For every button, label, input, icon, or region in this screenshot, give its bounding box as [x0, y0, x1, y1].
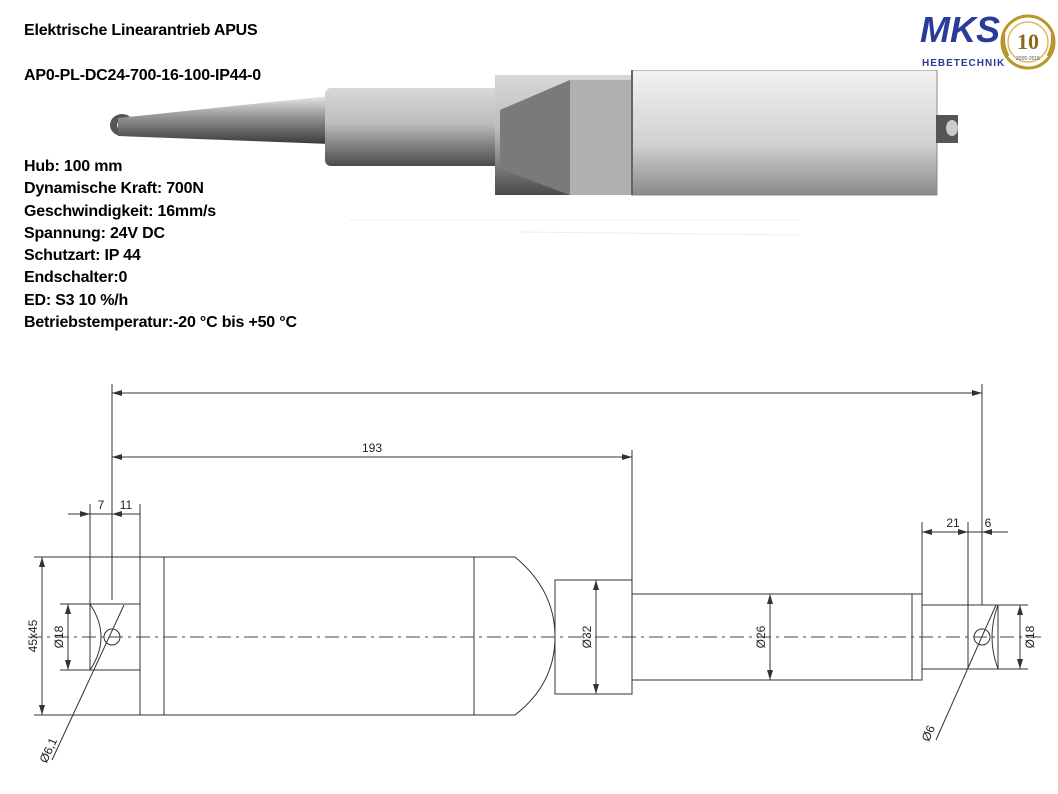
logo-brand: MKS — [920, 9, 1000, 50]
spec-stroke: Hub: 100 mm — [24, 158, 123, 175]
label-d6: Ø6 — [919, 723, 939, 744]
spec-force: Dynamische Kraft: 700N — [24, 180, 204, 198]
label-45x45: 45x45 — [26, 619, 40, 652]
spec-temperature: Betriebstemperatur:-20 °C bis +50 °C — [24, 314, 297, 332]
label-d26: Ø26 — [754, 625, 768, 648]
page-title: Elektrische Linearantrieb APUS — [24, 22, 258, 39]
dim-11-label: 11 — [120, 498, 133, 512]
spec-limit-switch: Endschalter:0 — [24, 269, 128, 287]
spec-list: Hub: 100 mm Dynamische Kraft: 700N Gesch… — [24, 156, 297, 334]
company-logo: MKS HEBETECHNIK 10 2005-2015 — [920, 9, 1056, 70]
model-number: AP0-PL-DC24-700-16-100-IP44-0 — [24, 67, 261, 84]
dim-7-label: 7 — [98, 498, 105, 512]
dim-193-label: 193 — [362, 441, 382, 455]
anniversary-seal-icon: 10 2005-2015 — [1000, 14, 1056, 70]
label-d32: Ø32 — [580, 625, 594, 648]
logo-sub: HEBETECHNIK — [922, 58, 1005, 69]
logo-anniversary: 10 — [1017, 29, 1039, 54]
spec-voltage: Spannung: 24V DC — [24, 224, 165, 242]
spec-protection: Schutzart: IP 44 — [24, 247, 141, 265]
spec-duty-cycle: ED: S3 10 %/h — [24, 291, 129, 309]
spec-speed: Geschwindigkeit: 16mm/s — [24, 202, 216, 220]
logo-years: 2005-2015 — [1016, 56, 1040, 62]
label-d18-left: Ø18 — [52, 625, 66, 648]
label-d18-right: Ø18 — [1023, 625, 1037, 648]
technical-drawing: 193 7 11 21 6 45x45 Ø18 Ø32 Ø26 Ø18 Ø6,1… — [26, 384, 1045, 765]
actuator-photo — [110, 70, 958, 236]
dim-21-label: 21 — [946, 516, 960, 530]
dim-6-label: 6 — [985, 516, 992, 530]
